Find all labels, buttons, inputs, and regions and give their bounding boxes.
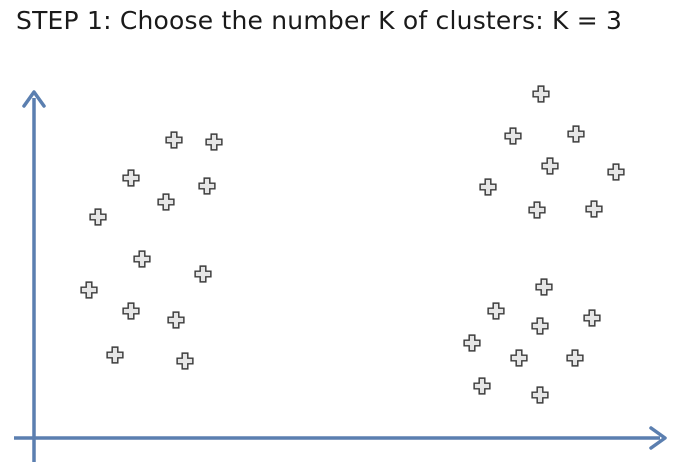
data-point	[167, 311, 185, 329]
data-point	[510, 349, 528, 367]
data-point	[176, 352, 194, 370]
step-title: STEP 1: Choose the number K of clusters:…	[16, 6, 623, 35]
data-point	[479, 178, 497, 196]
y-axis	[22, 90, 46, 462]
data-point	[463, 334, 481, 352]
data-point	[585, 200, 603, 218]
data-point	[487, 302, 505, 320]
data-point	[504, 127, 522, 145]
data-point	[473, 377, 491, 395]
data-points	[80, 85, 625, 404]
data-point	[122, 169, 140, 187]
data-point	[205, 133, 223, 151]
data-point	[165, 131, 183, 149]
data-point	[541, 157, 559, 175]
data-point	[106, 346, 124, 364]
data-point	[532, 85, 550, 103]
data-point	[89, 208, 107, 226]
data-point	[80, 281, 98, 299]
data-point	[567, 125, 585, 143]
x-axis-arrowhead	[649, 426, 667, 450]
data-point	[528, 201, 546, 219]
data-point	[531, 386, 549, 404]
x-axis	[14, 426, 667, 450]
data-point	[531, 317, 549, 335]
data-point	[194, 265, 212, 283]
data-point	[583, 309, 601, 327]
data-point	[198, 177, 216, 195]
data-point	[133, 250, 151, 268]
data-point	[566, 349, 584, 367]
data-point	[122, 302, 140, 320]
y-axis-arrowhead	[22, 90, 46, 108]
data-point	[607, 163, 625, 181]
data-point	[157, 193, 175, 211]
data-point	[535, 278, 553, 296]
